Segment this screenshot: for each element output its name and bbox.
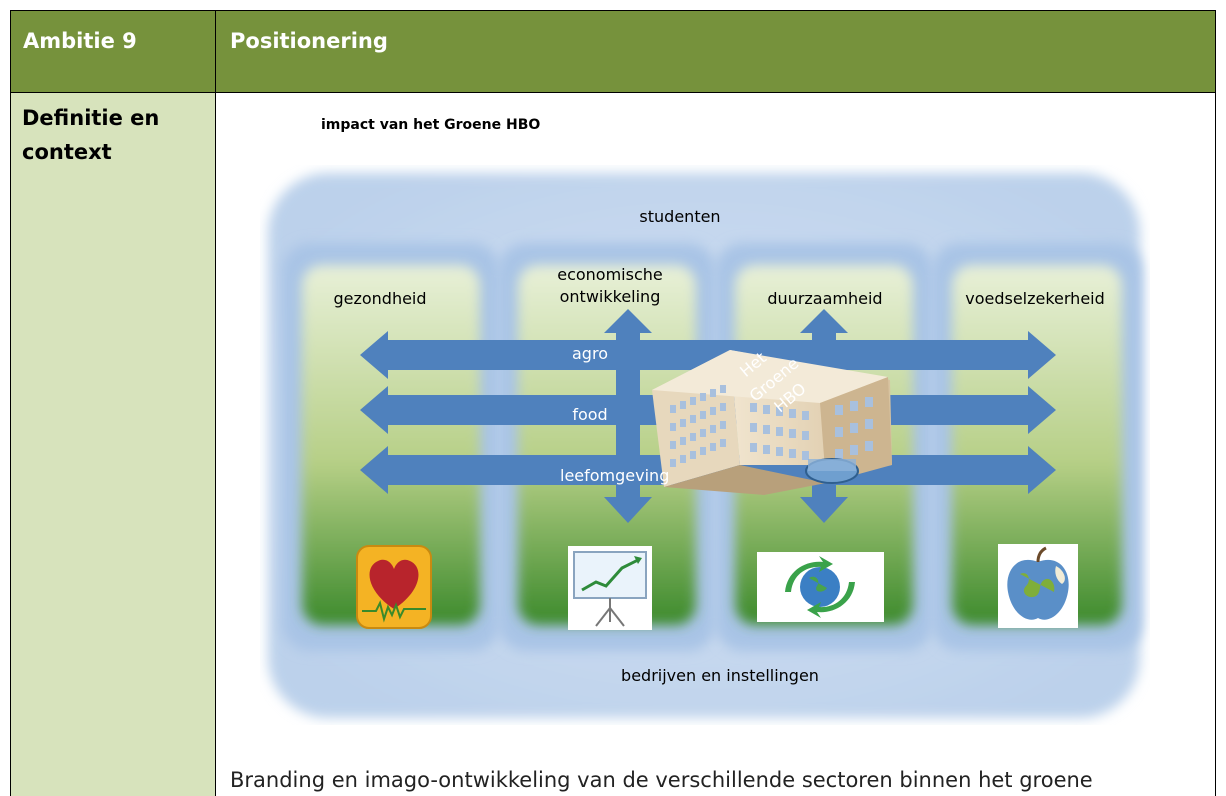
ambition-topic: Positionering: [230, 29, 388, 53]
building-icon: [652, 350, 892, 495]
label-food: food: [572, 405, 608, 424]
label-gezondheid: gezondheid: [333, 289, 427, 308]
label-studenten: studenten: [639, 207, 721, 226]
heart-monitor-icon: [356, 545, 432, 629]
ambition-number: Ambitie 9: [23, 29, 137, 53]
header-cell-ambition: Ambitie 9: [10, 10, 216, 93]
label-agro: agro: [572, 344, 608, 363]
arrow-agro: [360, 331, 1056, 379]
label-leefomgeving: leefomgeving: [560, 466, 670, 485]
apple-globe-icon: [998, 544, 1078, 628]
label-economische-ontwikkeling: economische ontwikkeling: [557, 265, 663, 306]
presentation-chart-icon: [568, 546, 652, 630]
label-voedselzekerheid: voedselzekerheid: [965, 289, 1105, 308]
body-paragraph: Branding en imago-ontwikkeling van de ve…: [230, 768, 1093, 792]
figure-title: impact van het Groene HBO: [321, 117, 541, 133]
label-duurzaamheid: duurzaamheid: [767, 289, 883, 308]
row-label: Definitie en context: [22, 106, 160, 164]
row-label-cell: Definitie en context: [10, 92, 216, 796]
impact-diagram: [268, 173, 1142, 718]
recycle-globe-icon: [757, 552, 884, 622]
label-bedrijven: bedrijven en instellingen: [621, 666, 819, 685]
header-cell-topic: Positionering: [215, 10, 1216, 93]
